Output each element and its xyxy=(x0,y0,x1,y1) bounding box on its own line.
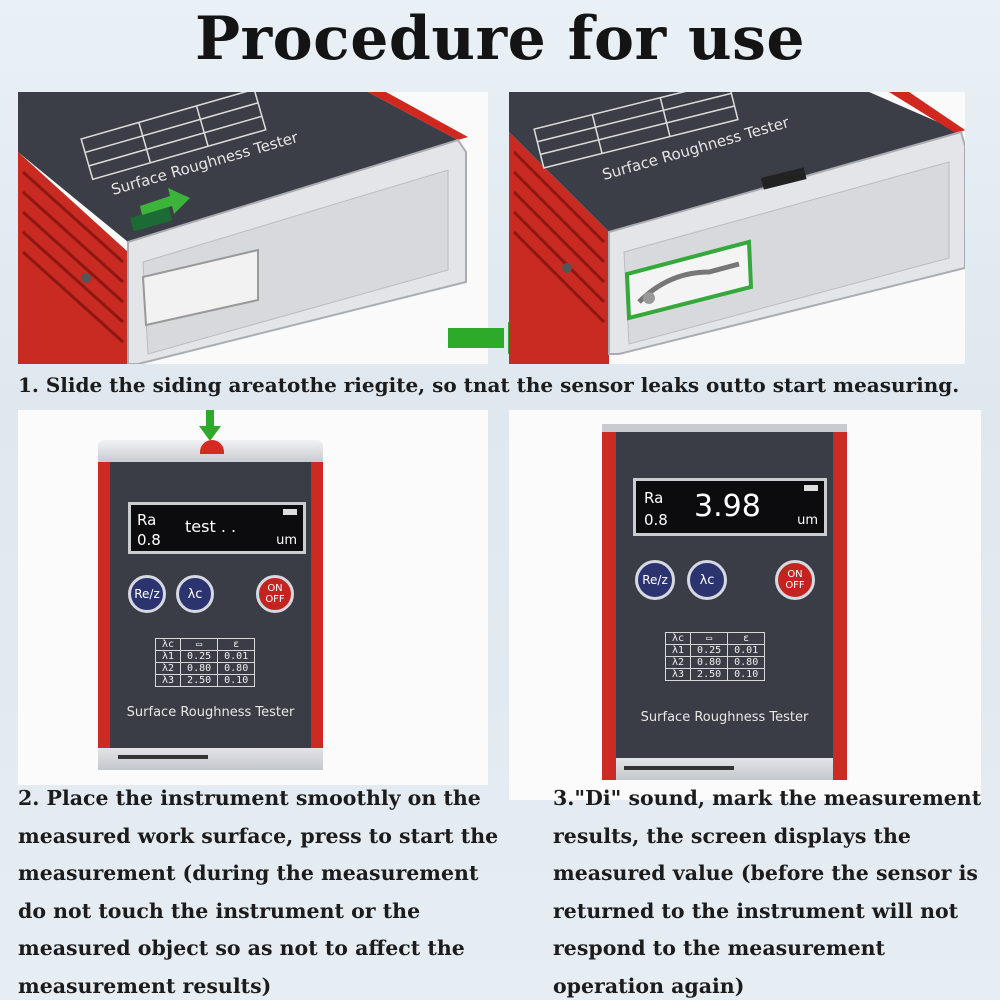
status-text: test . . xyxy=(185,517,237,536)
lambda-c-button[interactable]: λc xyxy=(687,560,727,600)
power-button[interactable]: ON OFF xyxy=(256,575,294,613)
step2-line: do not touch the instrument or the xyxy=(18,898,421,923)
power-button[interactable]: ON OFF xyxy=(775,560,815,600)
table-row: λ3 2.50 0.10 xyxy=(154,674,256,687)
step1-caption: 1. Slide the siding areatothe riegite, s… xyxy=(18,373,960,397)
table-header-cell: ▭ xyxy=(180,638,219,651)
table-row: λ1 0.25 0.01 xyxy=(154,650,256,663)
table-cell: 0.01 xyxy=(727,644,766,657)
step3-image: Ra 0.8 3.98 um Re/z λc ON OFF λc ▭ ε λ1 … xyxy=(509,410,981,800)
step2-line: measured work surface, press to start th… xyxy=(18,823,499,848)
table-header-cell: λc xyxy=(664,632,692,645)
table-cell: 0.01 xyxy=(217,650,256,663)
sensor-slide[interactable] xyxy=(98,748,323,770)
device-label: Surface Roughness Tester xyxy=(640,710,809,725)
table-cell: 2.50 xyxy=(180,674,219,687)
step3-line: respond to the measurement xyxy=(553,936,886,960)
start-button[interactable] xyxy=(200,440,224,454)
battery-icon xyxy=(804,485,818,491)
display-screen: Ra 0.8 3.98 um xyxy=(633,478,827,536)
device-label: Surface Roughness Tester xyxy=(126,705,295,720)
table-cell: 0.80 xyxy=(690,656,729,669)
table-header-cell: ε xyxy=(727,632,766,645)
table-cell: λ1 xyxy=(154,650,182,663)
table-cell: λ1 xyxy=(664,644,692,657)
table-row: λ3 2.50 0.10 xyxy=(664,668,766,681)
table-header-cell: λc xyxy=(154,638,182,651)
unit-label: um xyxy=(797,513,818,528)
table-cell: 0.80 xyxy=(217,662,256,675)
lambda-c-button[interactable]: λc xyxy=(176,575,214,613)
power-on-label: ON xyxy=(787,569,803,580)
step1-image-extended: Surface Roughness Tester xyxy=(509,92,965,364)
step3-line: returned to the instrument will not xyxy=(553,898,959,923)
table-cell: λ2 xyxy=(664,656,692,669)
step2-image: Ra 0.8 test . . um Re/z λc ON OFF λc ▭ ε… xyxy=(18,410,488,785)
table-cell: 0.10 xyxy=(727,668,766,681)
table-cell: λ3 xyxy=(664,668,692,681)
display-screen: Ra 0.8 test . . um xyxy=(128,502,306,554)
re-z-button[interactable]: Re/z xyxy=(635,560,675,600)
step2-line: 2. Place the instrument smoothly on the xyxy=(18,786,481,810)
step2-line: measurement (during the measurement xyxy=(18,861,479,885)
step3-line: 3."Di" sound, mark the measurement xyxy=(553,786,982,810)
param-label: Ra xyxy=(137,511,157,529)
cutoff-value: 0.8 xyxy=(644,511,668,529)
step2-line: measured object so as not to affect the xyxy=(18,936,465,960)
table-cell: 0.10 xyxy=(217,674,256,687)
cutoff-table: λc ▭ ε λ1 0.25 0.01 λ2 0.80 0.80 λ3 2.50… xyxy=(154,638,256,687)
battery-icon xyxy=(283,509,297,515)
table-cell: λ2 xyxy=(154,662,182,675)
step3-line: operation again) xyxy=(553,973,745,998)
press-arrow-icon xyxy=(199,410,221,441)
step2-caption: 2. Place the instrument smoothly on the … xyxy=(18,780,503,1000)
table-cell: 0.80 xyxy=(727,656,766,669)
step1-image-retracted: Surface Roughness Tester xyxy=(18,92,488,364)
power-off-label: OFF xyxy=(785,580,805,591)
table-header-cell: ε xyxy=(217,638,256,651)
table-cell: 0.25 xyxy=(690,644,729,657)
step2-line: measurement results) xyxy=(18,973,272,998)
cutoff-value: 0.8 xyxy=(137,531,161,549)
step3-line: measured value (before the sensor is xyxy=(553,861,978,885)
power-off-label: OFF xyxy=(265,594,285,605)
power-on-label: ON xyxy=(267,583,283,594)
step3-caption: 3."Di" sound, mark the measurement resul… xyxy=(553,780,993,1000)
table-cell: 2.50 xyxy=(690,668,729,681)
table-cell: 0.25 xyxy=(180,650,219,663)
table-row: λ2 0.80 0.80 xyxy=(154,662,256,675)
table-header-cell: ▭ xyxy=(690,632,729,645)
re-z-button[interactable]: Re/z xyxy=(128,575,166,613)
cutoff-table: λc ▭ ε λ1 0.25 0.01 λ2 0.80 0.80 λ3 2.50… xyxy=(664,632,766,681)
param-label: Ra xyxy=(644,489,664,507)
page-title: Procedure for use xyxy=(194,4,806,74)
unit-label: um xyxy=(276,533,297,548)
measured-value: 3.98 xyxy=(694,489,761,524)
table-cell: 0.80 xyxy=(180,662,219,675)
table-row: λ2 0.80 0.80 xyxy=(664,656,766,669)
table-cell: λ3 xyxy=(154,674,182,687)
table-row: λ1 0.25 0.01 xyxy=(664,644,766,657)
step3-line: results, the screen displays the xyxy=(553,823,911,848)
